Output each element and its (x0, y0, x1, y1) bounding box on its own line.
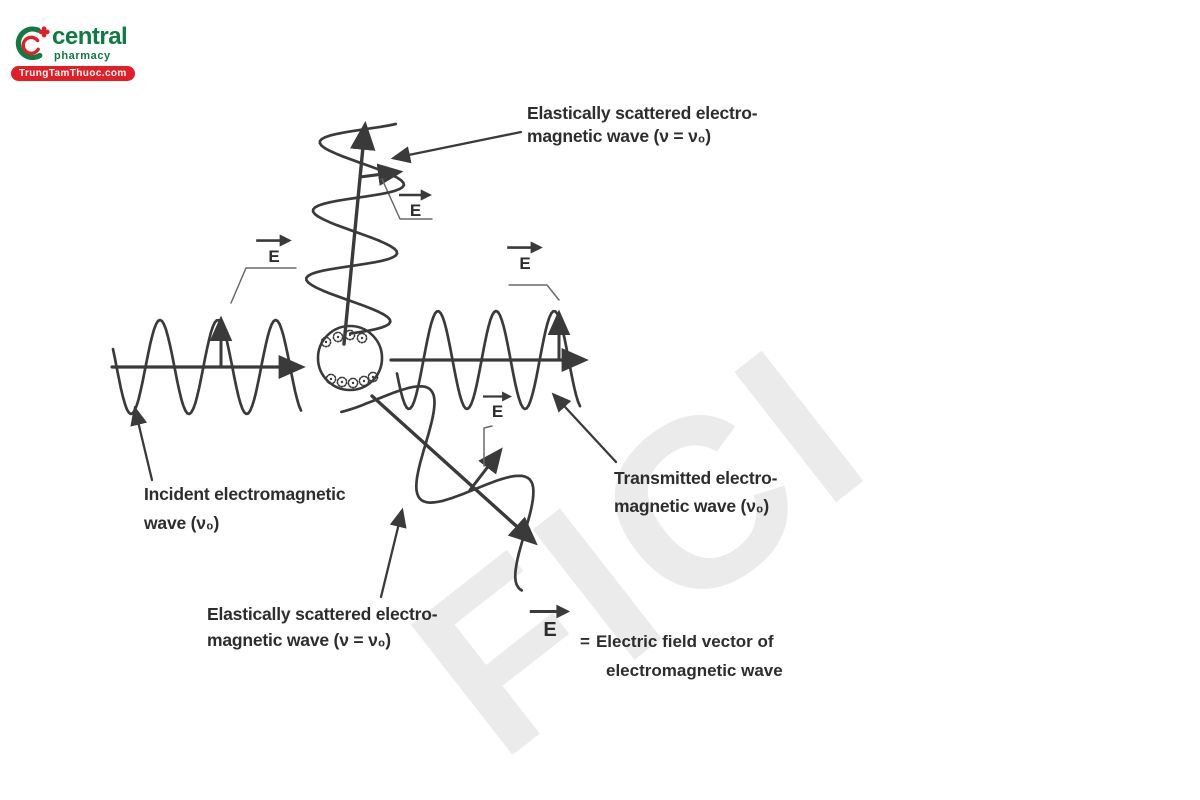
legend-line1: Electric field vector of (595, 632, 774, 651)
label-incident: Incident electromagnetic wave (ν₀) (144, 480, 346, 538)
leader-scattered-bottom (379, 507, 407, 599)
right-arrow-icon (507, 241, 543, 254)
evec-label-scattered-diagonal: E (483, 390, 512, 421)
right-arrow-icon (483, 391, 512, 402)
logo-banner-text: TrungTamThuoc.com (11, 66, 135, 81)
legend: E = Electric field vector of electromagne… (527, 603, 783, 685)
label-scattered-top: Elastically scattered electro- magnetic … (527, 102, 758, 148)
evec-label-transmitted: E (507, 240, 543, 273)
right-arrow-icon (529, 604, 571, 619)
transmitted-wave (395, 309, 582, 411)
plus-icon (38, 26, 50, 38)
legend-line2: electromagnetic wave (606, 661, 783, 680)
evec-label-incident: E (256, 233, 292, 266)
logo-tagline-text: pharmacy (54, 50, 111, 62)
particle (316, 324, 384, 392)
evec-symbol: E (409, 201, 422, 220)
evec-connectors (230, 178, 560, 467)
leader-scattered-top (390, 130, 523, 164)
legend-text: = Electric field vector of electromagneti… (580, 627, 783, 685)
scattered-diagonal-e-arrow (468, 447, 503, 492)
evec-label-scattered-up: E (399, 188, 432, 220)
label-incident-line2: wave (ν₀) (144, 513, 220, 533)
leader-incident (130, 405, 154, 482)
label-scattered-top-line2: magnetic wave (ν = ν₀) (527, 126, 711, 146)
right-arrow-icon (256, 234, 292, 247)
scattered-diagonal-wave (340, 384, 535, 592)
scattered-up-wave (305, 122, 406, 335)
particle-atoms (320, 329, 379, 389)
right-arrow-icon (399, 189, 432, 201)
logo-brand-text: central (52, 23, 128, 50)
evec-label-legend: E (527, 603, 573, 685)
scattered-diagonal-arrow (370, 394, 538, 546)
legend-equals: = (580, 632, 590, 651)
label-scattered-bottom-line1: Elastically scattered electro- (207, 604, 438, 624)
leader-transmitted (551, 392, 618, 464)
evec-symbol: E (268, 247, 280, 266)
central-pharmacy-c-icon (15, 26, 50, 60)
label-scattered-bottom-line2: magnetic wave (ν = ν₀) (207, 630, 391, 650)
label-incident-line1: Incident electromagnetic (144, 484, 346, 504)
wave-curves (111, 122, 582, 592)
scattered-up-e-arrow (358, 163, 404, 186)
evec-symbol: E (519, 254, 531, 273)
label-transmitted: Transmitted electro- magnetic wave (ν₀) (614, 464, 777, 520)
incident-wave (111, 318, 303, 416)
central-pharmacy-logo: central pharmacy TrungTamThuoc.com (0, 0, 200, 95)
label-transmitted-line1: Transmitted electro- (614, 468, 778, 488)
label-transmitted-line2: magnetic wave (ν₀) (614, 496, 770, 516)
evec-symbol: E (543, 619, 557, 641)
evec-symbol: E (491, 402, 504, 421)
label-scattered-top-line1: Elastically scattered electro- (527, 103, 758, 123)
label-scattered-bottom: Elastically scattered electro- magnetic … (207, 601, 438, 653)
